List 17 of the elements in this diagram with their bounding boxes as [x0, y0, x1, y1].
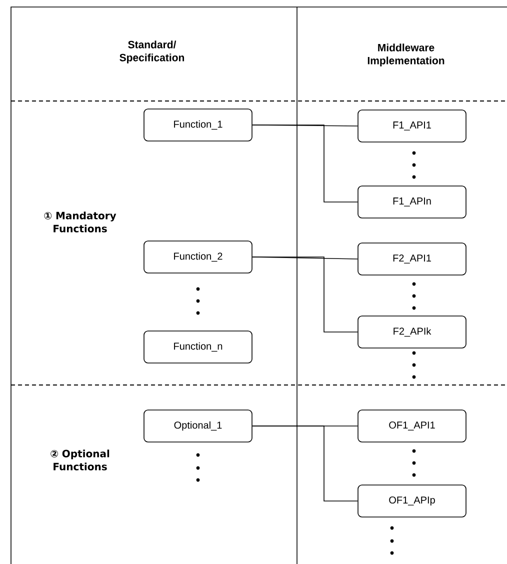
- function-box: Function_2: [144, 240, 252, 274]
- function-box: Optional_1: [144, 410, 252, 442]
- function-box: Function_n: [144, 330, 252, 364]
- function-box: Function_1: [144, 108, 252, 142]
- connector-line: [252, 124, 358, 202]
- function-box: F2_APIk: [358, 316, 466, 348]
- connector-line: [252, 256, 358, 332]
- function-box: F1_API1: [358, 110, 466, 142]
- function-box: F2_API1: [358, 242, 466, 276]
- section-heading: Middleware Implementation: [368, 44, 444, 66]
- section-heading: ② Optional Functions: [50, 450, 110, 470]
- function-box: OF1_API1: [358, 410, 466, 442]
- function-box: OF1_APIp: [358, 484, 466, 518]
- function-box: F1_APIn: [358, 186, 466, 218]
- section-heading: Standard/ Specification: [120, 40, 184, 64]
- connector-line: [252, 426, 358, 502]
- section-heading: ① Mandatory Functions: [44, 212, 116, 232]
